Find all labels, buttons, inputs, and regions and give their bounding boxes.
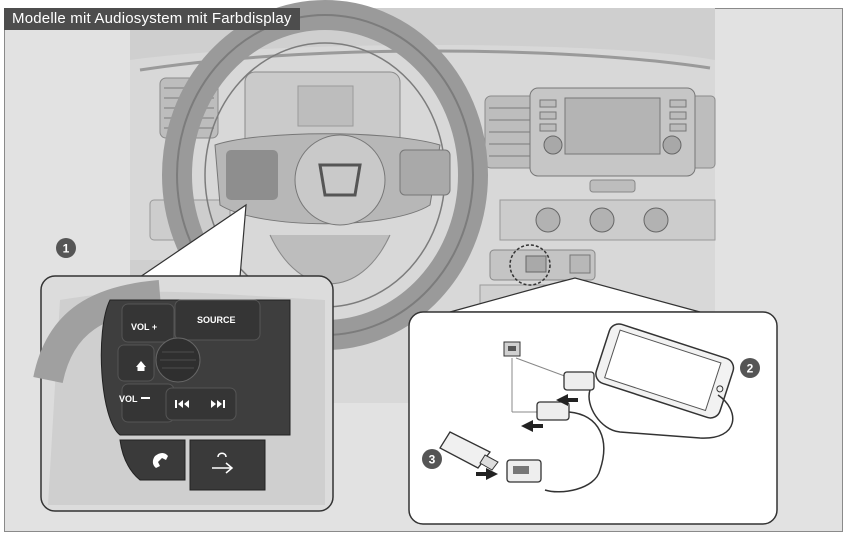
section-title: Modelle mit Audiosystem mit Farbdisplay bbox=[4, 8, 300, 30]
vol-plus-label: VOL + bbox=[131, 322, 157, 332]
steering-switch-zoom: VOL + SOURCE VOL 1 bbox=[41, 238, 333, 511]
source-label: SOURCE bbox=[197, 315, 236, 325]
callout-3-number: 3 bbox=[429, 453, 436, 467]
usb-connection-zoom: 2 3 bbox=[409, 312, 777, 524]
vol-minus-label: VOL bbox=[119, 394, 138, 404]
callout-2-number: 2 bbox=[747, 362, 754, 376]
callout-1-number: 1 bbox=[63, 242, 70, 256]
